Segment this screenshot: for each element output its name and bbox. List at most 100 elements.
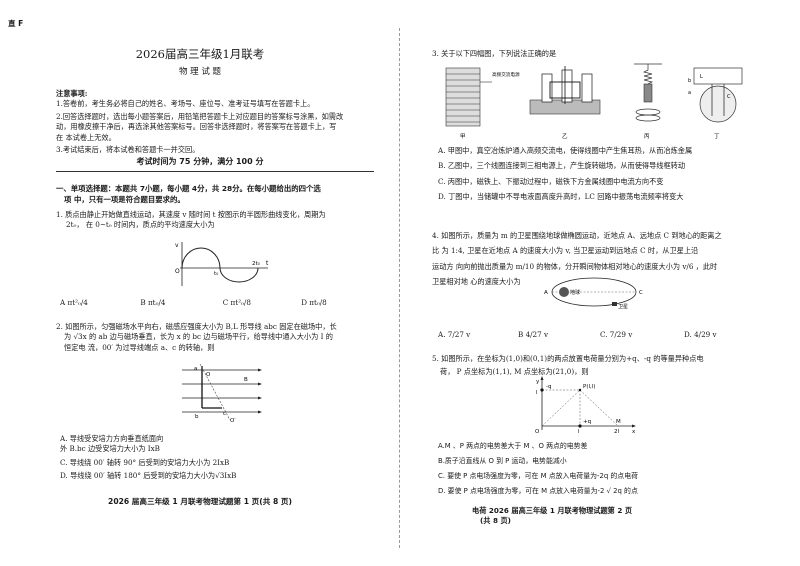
q3-options: A. 甲图中，真空冶炼炉通入高频交流电，使得线圈中产生焦耳热，从而冶炼金属 B.…: [438, 146, 778, 203]
q3-figures: 高频交流电源 甲 乙 丙 b a: [445, 63, 743, 140]
q4-stem: 4. 如图所示，质量为 m 的卫星围绕地球做椭圆运动，近地点 A、远地点 C 到…: [432, 231, 722, 240]
q1-tick-2t0: 2t₀: [252, 261, 261, 267]
q2-option-a[interactable]: A. 导线受安培力方向垂直纸面向: [60, 434, 164, 443]
q3-option-c[interactable]: C. 丙图中，磁铁上、下振动过程中，磁铁下方金属线圈中电流方向不变: [438, 176, 664, 186]
q2-options: A. 导线受安培力方向垂直纸面向 外 B.bc 边受安培力大小为 IxB C. …: [60, 434, 390, 482]
q4-option-a[interactable]: A. 7/27 v: [438, 330, 471, 339]
corner-mark: 直 F: [8, 19, 24, 28]
section1-heading: 一、单项选择题：本题共 7小题，每小题 4分，共 28分。在每小题给出的四个选 …: [56, 184, 388, 205]
q1-axis-v: v: [175, 242, 179, 249]
q1-figure: v O t₀ 2t₀ t: [175, 242, 269, 286]
left-page: 直 F 2026届高三年级1月联考 物 理 试 题 注意事项: 1.答卷前，考生…: [0, 0, 398, 566]
page-divider: [399, 28, 400, 548]
section-rule: [56, 171, 374, 172]
q5-label-plus-q: +q: [583, 419, 591, 425]
q4-label-earth: 地球: [570, 289, 580, 296]
q3-label-b: b: [688, 78, 691, 84]
q3-option-b[interactable]: B. 乙图中，三个线圈连接到三相电源上，产生旋转磁场，从而使得导线框转动: [438, 161, 686, 171]
q2-label-o2: O′: [230, 418, 236, 424]
q5-option-d[interactable]: D. 要使 P 点电场强度为零，可在 M 点放入电荷量为-2 √ 2q 的点: [438, 487, 638, 495]
q2-label-a: a: [194, 366, 197, 372]
section1-line: 一、单项选择题：本题共 7小题，每小题 4分，共 28分。在每小题给出的四个选: [56, 184, 321, 193]
q1-stem: 2t₀， 在 0~t₀ 时间内，质点的平均速度大小为: [66, 220, 215, 230]
q2-stem: 恒定电 流，00′ 为过导线端点 a、c 的转轴，则: [64, 342, 215, 352]
question-5: 5. 如图所示，在坐标为(1,0)和(0,1)的两点放置电荷量分别为+q、-q …: [432, 354, 777, 378]
q1-option-b[interactable]: B πt₀/4: [140, 298, 166, 307]
q2-option-d[interactable]: D. 导线绕 00′ 轴转 180° 后受到的安培力大小为√3IxB: [60, 471, 237, 481]
q2-option-c[interactable]: C. 导线绕 00′ 轴转 90° 后受到的安培力大小为 2IxB: [60, 457, 230, 467]
right-page: 3. 关于以下四幅图，下列说法正确的是 高频交流电源 甲 乙: [402, 0, 800, 566]
q5-option-d-cont: 电荷 2026 届高三年级 1 月联考物理试题第 2 页: [472, 506, 633, 515]
q2-label-b-field: B: [244, 377, 248, 383]
q2-figure: a b c O O′ B: [182, 363, 262, 424]
q3-option-d[interactable]: D. 丁图中，当储罐中不导电液面高度升高时，LC 回路中振荡电流频率将变大: [438, 192, 684, 202]
q1-option-d[interactable]: D πt₀/8: [301, 298, 327, 307]
question-2: 2. 如图所示，匀强磁场水平向右，磁感应强度大小为 B,L 形导线 abc 固定…: [56, 322, 386, 353]
q4-options: A. 7/27 v B 4/27 v C. 7/29 v D. 4/29 v: [438, 330, 758, 340]
q4-stem: 卫星相对地 心的速度大小为: [432, 277, 521, 287]
section1-line: 项 中，只有一项是符合题目要求的。: [64, 194, 185, 204]
q3-label-hf: 高频交流电源: [492, 71, 520, 78]
question-4: 4. 如图所示，质量为 m 的卫星围绕地球做椭圆运动，近地点 A、远地点 C 到…: [432, 231, 777, 288]
q1-option-c[interactable]: C πt²₀/8: [222, 298, 251, 307]
q3-label-c: C: [727, 94, 731, 100]
q2-stem: 2. 如图所示，匀强磁场水平向右，磁感应强度大小为 B,L 形导线 abc 固定…: [56, 322, 337, 331]
q4-stem: 比 为 1:4, 卫星在近地点 A 的速度大小为 v, 当卫星运动到远地点 C …: [432, 246, 699, 256]
q3-figure-yi: 乙: [529, 66, 601, 140]
q5-option-b[interactable]: B.质子沿直线从 O 到 P 运动，电势能减小: [438, 457, 567, 465]
q4-option-c[interactable]: C. 7/29 v: [600, 330, 633, 339]
exam-title: 2026届高三年级1月联考: [135, 47, 265, 61]
q5-axis-x: x: [632, 429, 636, 434]
q5-option-c[interactable]: C. 要使 P 点电场强度为零，可在 M 点放入电荷量为-2q 的点电荷: [438, 472, 638, 480]
notice-item: 动，用橡皮擦干净后，再选涂其他答案标号。回答非选择题时，将答案写在答题卡上，写: [56, 122, 337, 132]
footer-right: 电荷 2026 届高三年级 1 月联考物理试题第 2 页 (共 8 页): [472, 506, 792, 527]
q2-label-c: c: [223, 411, 226, 417]
q4-option-d[interactable]: D. 4/29 v: [684, 330, 717, 339]
q5-stem: 荷， P 点坐标为(1,1), M 点坐标为(21,0)，则: [440, 367, 589, 377]
notice-item: 1.答卷前，考生务必将自己的姓名、考场号、座位号、准考证号填写在答题卡上。: [56, 99, 315, 109]
q3-label-a: a: [688, 90, 691, 96]
time-score: 考试时间为 75 分钟，满分 100 分: [136, 157, 264, 166]
q1-option-a[interactable]: A πt²₀/4: [60, 298, 88, 307]
q4-figure: A C 地球 卫星: [544, 277, 643, 310]
q4-option-b[interactable]: B 4/27 v: [518, 330, 549, 339]
q3-figure-ding: b a L C 丁: [688, 67, 743, 140]
q3-label-yi: 乙: [562, 133, 568, 140]
q4-label-sat: 卫星: [618, 304, 628, 310]
q2-option-b[interactable]: 外 B.bc 边受安培力大小为 IxB: [60, 444, 160, 454]
q4-stem: 运动方 向向前抛出质量为 m/10 的物体，分开瞬间物体相对地心的速度大小为 v…: [432, 261, 718, 271]
q2-label-o: O: [206, 372, 211, 378]
q5-figure: y -q P(l,l) l O +q M x l 2l: [535, 376, 636, 434]
q3-label-ding: 丁: [714, 133, 720, 140]
q3-figure-bing: 丙: [634, 63, 662, 140]
q5-stem: 5. 如图所示，在坐标为(1,0)和(0,1)的两点放置电荷量分别为+q、-q …: [432, 354, 704, 363]
exam-subtitle: 物 理 试 题: [178, 67, 222, 77]
notice-item: 2.回答选择题时，选出每小题答案后，用铅笔把答题卡上对应题目的答案标号涂黑，如需…: [56, 111, 344, 121]
notice-item: 3.考试结束后，将本试卷和答题卡一并交回。: [56, 145, 200, 155]
question-1: 1. 质点由静止开始做直线运动，其速度 v 随时间 t 按图示的半圆形曲线变化，…: [56, 210, 386, 231]
q4-label-c: C: [639, 290, 643, 296]
q5-tick-l: l: [578, 429, 580, 434]
q5-label-m: M: [616, 419, 621, 425]
notice-item: 在 本试卷上无效。: [56, 132, 116, 142]
q1-tick-t0: t₀: [214, 271, 219, 277]
q3-option-a[interactable]: A. 甲图中，真空冶炼炉通入高频交流电，使得线圈中产生焦耳热，从而冶炼金属: [438, 146, 693, 155]
q3-label-l: L: [700, 74, 703, 80]
q5-label-p: P(l,l): [583, 384, 595, 390]
q4-label-a: A: [544, 290, 548, 296]
q5-options: A.M 、P 两点的电势差大于 M 、O 两点的电势差 B.质子沿直线从 O 到…: [438, 441, 783, 496]
q5-tick-2l: 2l: [614, 429, 619, 434]
q2-label-b: b: [195, 414, 199, 420]
q3-figure-jia: 高频交流电源 甲: [445, 67, 520, 140]
footer-left: 2026 届高三年级 1 月联考物理试题第 1 页(共 8 页): [108, 497, 292, 506]
q5-label-l-y: l: [536, 390, 538, 396]
q1-axis-t: t: [266, 260, 269, 267]
q1-origin: O: [175, 268, 180, 275]
notice-block: 注意事项: 1.答卷前，考生务必将自己的姓名、考场号、座位号、准考证号填写在答题…: [56, 89, 386, 156]
q3-label-jia: 甲: [460, 133, 466, 140]
page-tail: (共 8 页): [480, 516, 511, 526]
q1-stem: 1. 质点由静止开始做直线运动，其速度 v 随时间 t 按图示的半圆形曲线变化，…: [56, 210, 326, 219]
q1-options: A πt²₀/4 B πt₀/4 C πt²₀/8 D πt₀/8: [60, 298, 360, 308]
q5-axis-y: y: [536, 379, 540, 385]
q5-option-a[interactable]: A.M 、P 两点的电势差大于 M 、O 两点的电势差: [438, 442, 588, 450]
